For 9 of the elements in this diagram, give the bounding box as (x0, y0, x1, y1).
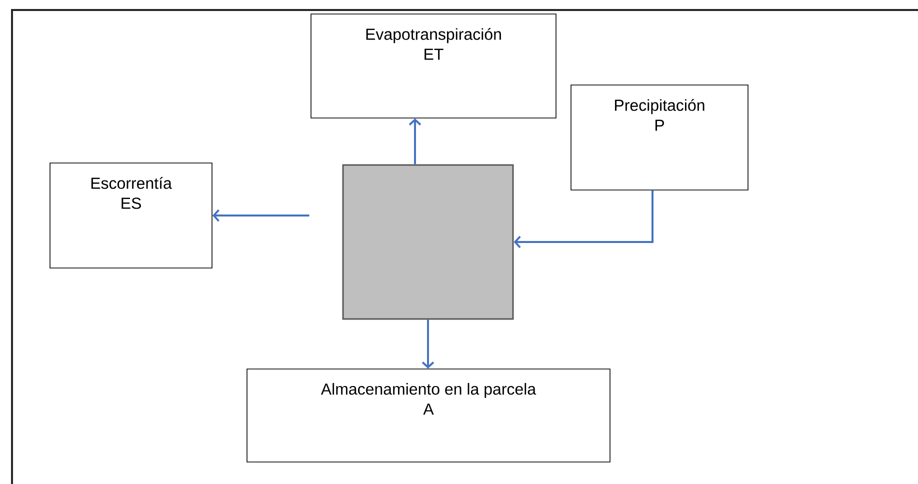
arrow (212, 209, 310, 222)
shaded-box (342, 164, 514, 320)
text-box: Precipitación P (570, 84, 748, 190)
arrow (408, 118, 422, 164)
text-box: Almacenamiento en la parcela A (246, 368, 610, 462)
text-box: Evapotranspiración ET (310, 14, 556, 118)
arrow (422, 320, 434, 369)
arrow (514, 190, 654, 248)
text-box: Escorrentía ES (50, 162, 212, 268)
